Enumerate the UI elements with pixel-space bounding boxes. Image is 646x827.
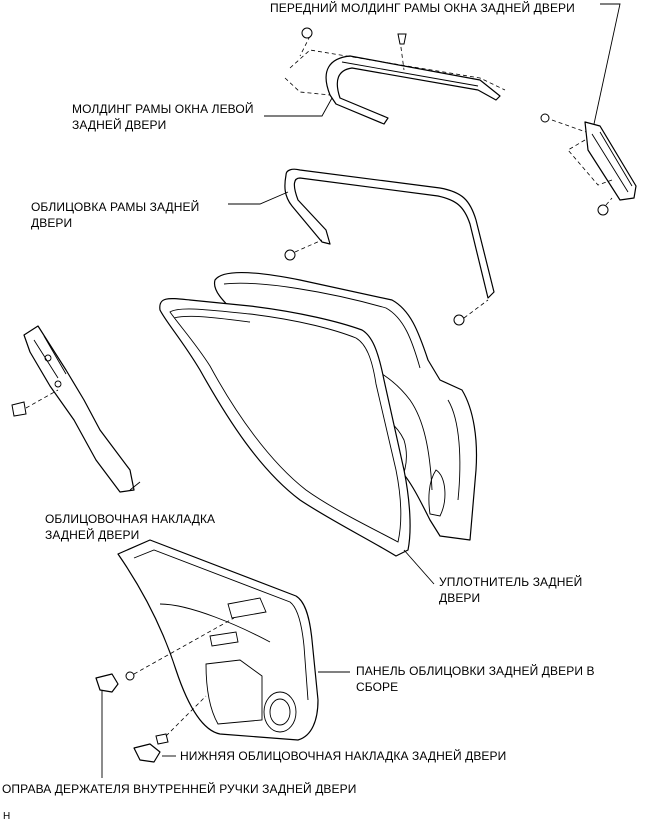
trim-panel-part [117, 539, 319, 741]
label-handle-bezel: ОПРАВА ДЕРЖАТЕЛЯ ВНУТРЕННЕЙ РУЧКИ ЗАДНЕЙ… [2, 782, 357, 796]
corner-code: H [3, 811, 11, 822]
label-frame-garnish: ОБЛИЦОВКА РАМЫ ЗАДНЕЙ ДВЕРИ [31, 200, 200, 230]
label-front-molding: ПЕРЕДНИЙ МОЛДИНГ РАМЫ ОКНА ЗАДНЕЙ ДВЕРИ [270, 1, 575, 15]
label-lower-garnish: НИЖНЯЯ ОБЛИЦОВОЧНАЯ НАКЛАДКА ЗАДНЕЙ ДВЕР… [180, 749, 507, 763]
label-trim-panel: ПАНЕЛЬ ОБЛИЦОВКИ ЗАДНЕЙ ДВЕРИ В СБОРЕ [356, 664, 595, 694]
front-molding-part [540, 113, 637, 216]
handle-bezel-part [95, 617, 235, 693]
frame-garnish-part [284, 168, 495, 326]
label-weatherstrip: УПЛОТНИТЕЛЬ ЗАДНЕЙ ДВЕРИ [439, 575, 583, 605]
leader-lines [101, 3, 621, 778]
door-garnish-part [11, 325, 135, 493]
lower-garnish-part [133, 695, 207, 763]
frame-molding-part [284, 27, 506, 125]
label-frame-molding: МОЛДИНГ РАМЫ ОКНА ЛЕВОЙ ЗАДНЕЙ ДВЕРИ [72, 102, 254, 132]
weatherstrip-part [159, 297, 411, 557]
label-door-garnish: ОБЛИЦОВОЧНАЯ НАКЛАДКА ЗАДНЕЙ ДВЕРИ [45, 512, 216, 542]
